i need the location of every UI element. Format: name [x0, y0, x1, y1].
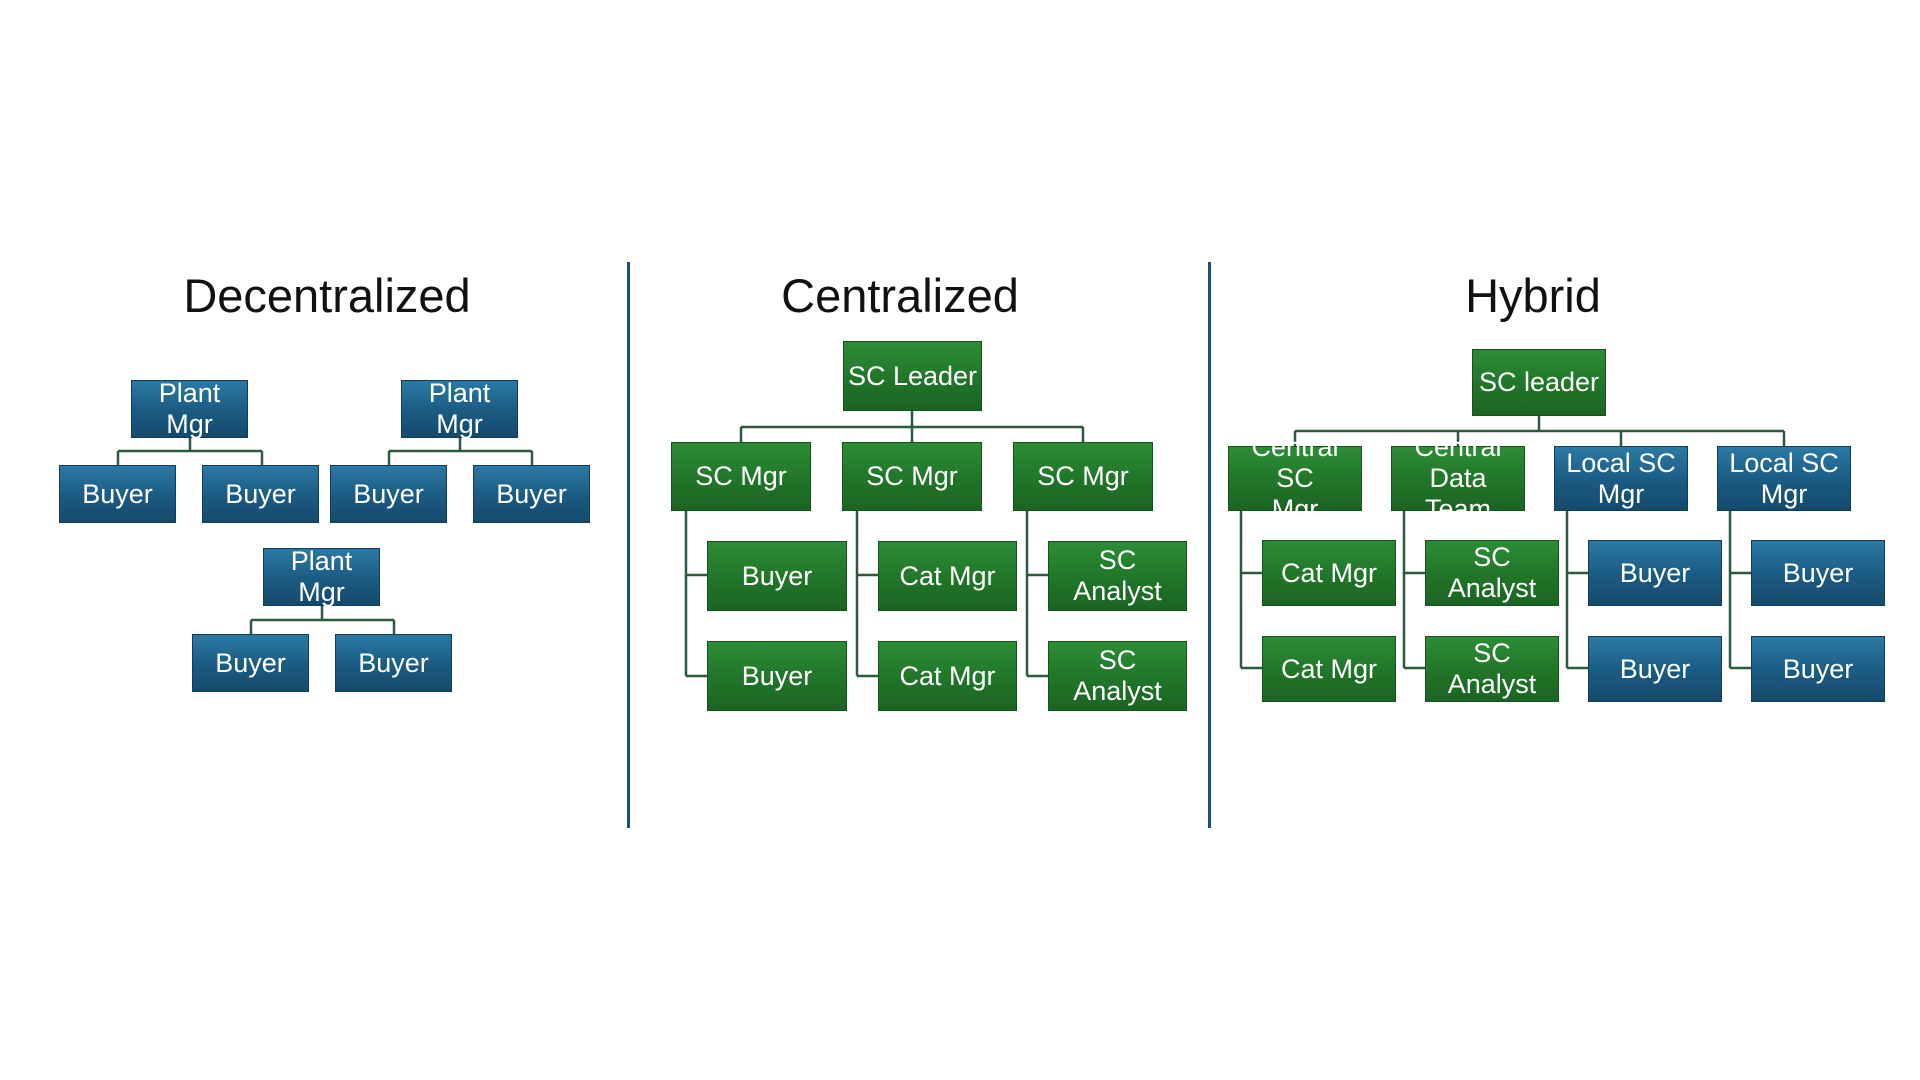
plant-mgr-node: Plant Mgr [401, 378, 518, 439]
sc-analyst-node: SC Analyst [1048, 541, 1187, 611]
cat-mgr-node: Cat Mgr [1262, 540, 1396, 606]
buyer-node: Buyer [202, 465, 319, 523]
plant-mgr-node: Plant Mgr [263, 546, 380, 607]
sc-leader-node: SC leader [1472, 349, 1606, 416]
central-data-team-node: Central Data Team [1391, 432, 1525, 524]
buyer-node: Buyer [707, 541, 847, 611]
cat-mgr-node: Cat Mgr [878, 641, 1017, 711]
cat-mgr-node: Cat Mgr [1262, 636, 1396, 702]
plant-mgr-node: Plant Mgr [131, 378, 248, 439]
buyer-node: Buyer [1588, 636, 1722, 702]
centralized-title: Centralized [781, 269, 1019, 322]
cat-mgr-node: Cat Mgr [878, 541, 1017, 611]
central-sc-mgr-node: Central SC Mgr [1228, 432, 1362, 524]
buyer-node: Buyer [1588, 540, 1722, 606]
buyer-node: Buyer [707, 641, 847, 711]
section-divider [1208, 262, 1211, 828]
sc-analyst-node: SC Analyst [1425, 636, 1559, 702]
buyer-node: Buyer [192, 634, 309, 692]
buyer-node: Buyer [1751, 636, 1885, 702]
buyer-node: Buyer [473, 465, 590, 523]
hybrid-title: Hybrid [1465, 269, 1601, 322]
decentralized-title: Decentralized [183, 269, 471, 322]
sc-mgr-node: SC Mgr [1013, 442, 1153, 511]
sc-leader-node: SC Leader [843, 341, 982, 411]
sc-mgr-node: SC Mgr [842, 442, 982, 511]
section-divider [627, 262, 630, 828]
buyer-node: Buyer [1751, 540, 1885, 606]
local-sc-mgr-node: Local SC Mgr [1554, 446, 1688, 511]
buyer-node: Buyer [335, 634, 452, 692]
sc-mgr-node: SC Mgr [671, 442, 811, 511]
sc-analyst-node: SC Analyst [1425, 540, 1559, 606]
sc-analyst-node: SC Analyst [1048, 641, 1187, 711]
buyer-node: Buyer [330, 465, 447, 523]
local-sc-mgr-node: Local SC Mgr [1717, 446, 1851, 511]
buyer-node: Buyer [59, 465, 176, 523]
